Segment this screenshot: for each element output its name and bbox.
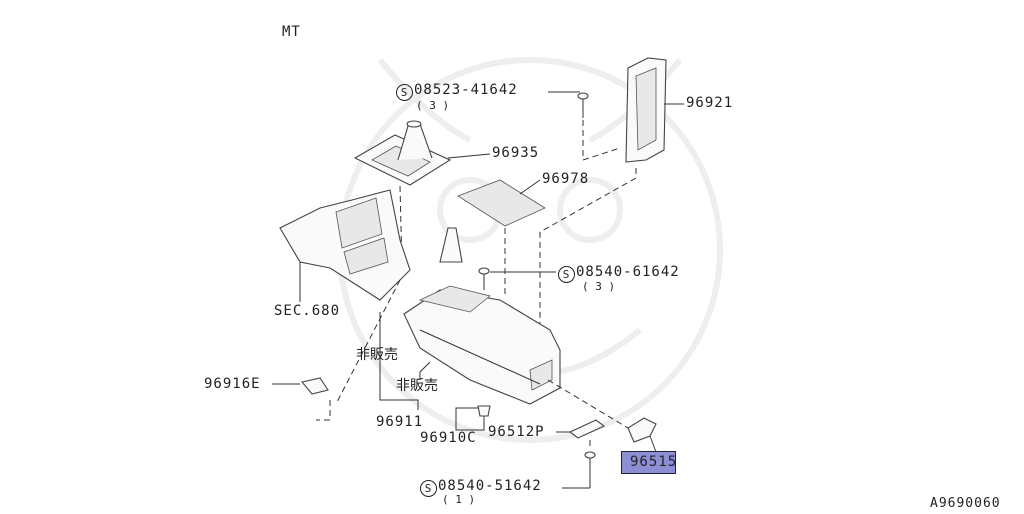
- part-label-not-for-sale-1: 非販売: [356, 347, 398, 363]
- part-label-96911: 96911: [376, 414, 424, 430]
- screw-bottom: [584, 451, 596, 488]
- screw-top: [577, 92, 589, 118]
- dash-panel-sec680: [279, 189, 411, 301]
- screw-qty: ( 1 ): [442, 493, 476, 506]
- part-label-96515: 96515: [630, 454, 678, 470]
- part-label-96916E: 96916E: [204, 376, 261, 392]
- screw-number: 08540-61642: [576, 264, 680, 280]
- diagram-title: MT: [282, 24, 301, 40]
- clip-96916E: [300, 377, 329, 395]
- part-label-96935: 96935: [492, 145, 540, 161]
- grommet-96910C: [455, 405, 491, 431]
- screw-number: 08540-51642: [438, 478, 542, 494]
- screw-symbol: S: [420, 480, 437, 497]
- part-label-sec680: SEC.680: [274, 303, 341, 319]
- part-label-96512P: 96512P: [488, 424, 545, 440]
- screw-mid: [478, 267, 490, 290]
- console-body: [403, 285, 561, 405]
- pad-96978: [457, 179, 546, 227]
- part-label-96921: 96921: [686, 95, 734, 111]
- screw-symbol: S: [396, 84, 413, 101]
- shift-knob: [439, 227, 463, 263]
- cap-96515: [627, 417, 657, 453]
- screw-symbol: S: [558, 266, 575, 283]
- clip-96512P: [556, 419, 606, 439]
- part-label-not-for-sale-2: 非販売: [396, 378, 438, 394]
- screw-qty: ( 3 ): [416, 99, 450, 112]
- screw-number: 08523-41642: [414, 82, 518, 98]
- reference-code: A9690060: [930, 496, 1001, 511]
- part-label-96910C: 96910C: [420, 430, 477, 446]
- side-trim-96921: [625, 57, 667, 163]
- highlighted-part-96515[interactable]: [621, 451, 676, 474]
- part-label-96978: 96978: [542, 171, 590, 187]
- screw-qty: ( 3 ): [582, 280, 616, 293]
- shift-boot-plate-96935: [353, 120, 452, 186]
